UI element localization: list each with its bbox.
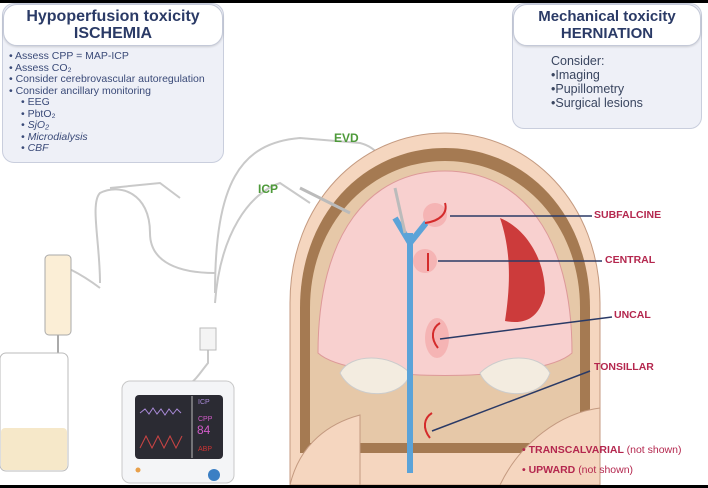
monitor-abp-label: ABP — [198, 446, 213, 453]
list-item: Assess CPP = MAP-ICP — [9, 50, 223, 63]
herniation-list: Imaging Pupillometry Surgical lesions — [551, 68, 701, 110]
mechanical-title: Mechanical toxicity — [538, 8, 676, 25]
hypoperfusion-box: Hypoperfusion toxicity ISCHEMIA Assess C… — [2, 3, 224, 163]
list-item: Microdialysis — [21, 131, 223, 144]
monitoring-list: EEG PbtO₂ SjO₂ Microdialysis CBF — [21, 96, 223, 155]
patient-monitor — [121, 380, 235, 484]
list-item: Surgical lesions — [551, 96, 701, 110]
mechanical-box: Mechanical toxicity HERNIATION Consider:… — [512, 3, 702, 129]
hypoperfusion-title: Hypoperfusion toxicity — [26, 8, 200, 25]
note-transcalvarial: • TRANSCALVARIAL (not shown) — [522, 444, 682, 456]
icp-label: ICP — [258, 182, 279, 196]
uncal-label: UNCAL — [614, 309, 651, 321]
list-item: Pupillometry — [551, 82, 701, 96]
hypoperfusion-header: Hypoperfusion toxicity ISCHEMIA — [3, 4, 223, 46]
list-item: PbtO₂ — [21, 108, 223, 121]
mechanical-header: Mechanical toxicity HERNIATION — [513, 4, 701, 46]
note-upward: • UPWARD (not shown) — [522, 464, 634, 476]
catheters — [299, 186, 407, 234]
monitor-cpp-label: CPP — [198, 416, 213, 423]
list-item: EEG — [21, 96, 223, 109]
drainage-system — [0, 254, 72, 472]
list-item: Imaging — [551, 68, 701, 82]
ischemia-subtitle: ISCHEMIA — [73, 25, 153, 42]
head-cross-section — [289, 132, 601, 485]
central-label: CENTRAL — [605, 254, 656, 266]
consider-label: Consider: — [551, 54, 605, 68]
monitor-cpp-value: 84 — [197, 423, 211, 437]
subfalcine-label: SUBFALCINE — [594, 209, 662, 221]
evd-label: EVD — [334, 131, 359, 145]
illustration — [0, 132, 613, 485]
list-item: Consider cerebrovascular autoregulation — [9, 73, 223, 86]
tonsillar-label: TONSILLAR — [594, 361, 654, 373]
monitor-icp-label: ICP — [198, 399, 210, 406]
herniation-arrows — [424, 202, 447, 439]
diagram-canvas: Hypoperfusion toxicity ISCHEMIA Assess C… — [0, 3, 708, 485]
ischemia-list: Assess CPP = MAP-ICP Assess CO₂ Consider… — [9, 50, 223, 98]
list-item: Assess CO₂ — [9, 62, 223, 75]
pressure-transducer — [199, 327, 217, 351]
list-item: CBF — [21, 142, 223, 155]
list-item: Consider ancillary monitoring — [9, 85, 223, 98]
label-lines — [431, 215, 613, 432]
list-item: SjO₂ — [21, 119, 223, 132]
herniation-subtitle: HERNIATION — [560, 25, 654, 42]
